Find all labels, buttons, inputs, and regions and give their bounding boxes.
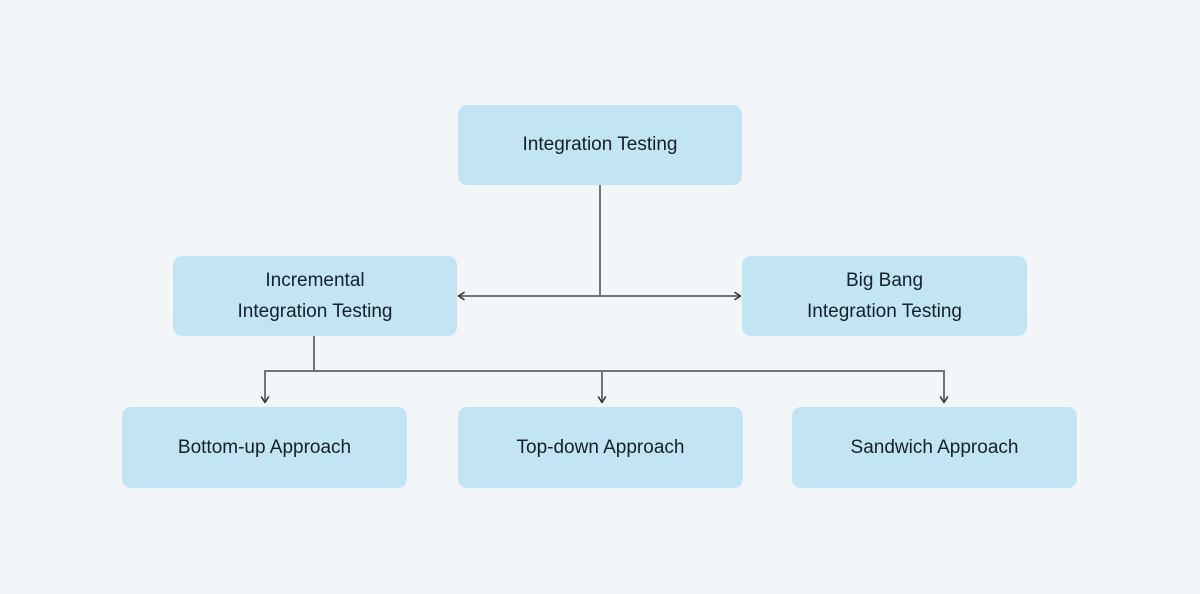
node-top-down-approach: Top-down Approach bbox=[458, 407, 743, 488]
node-big-bang-integration-testing: Big Bang Integration Testing bbox=[742, 256, 1027, 336]
node-bottom-up-approach: Bottom-up Approach bbox=[122, 407, 407, 488]
node-label: Bottom-up Approach bbox=[177, 436, 352, 458]
connector-arrow-to-top-down bbox=[314, 370, 607, 404]
node-incremental-integration-testing: Incremental Integration Testing bbox=[173, 256, 457, 336]
node-integration-testing: Integration Testing bbox=[458, 105, 742, 185]
node-sandwich-approach: Sandwich Approach bbox=[792, 407, 1077, 488]
node-label: Sandwich Approach bbox=[850, 436, 1019, 458]
node-label: Big Bang Integration Testing bbox=[807, 269, 962, 322]
connector-arrow-to-sandwich bbox=[314, 370, 949, 404]
node-label: Integration Testing bbox=[522, 134, 678, 156]
node-label: Incremental Integration Testing bbox=[237, 269, 393, 322]
node-label: Top-down Approach bbox=[516, 436, 685, 458]
connector-arrow-to-bottom-up bbox=[260, 370, 314, 404]
